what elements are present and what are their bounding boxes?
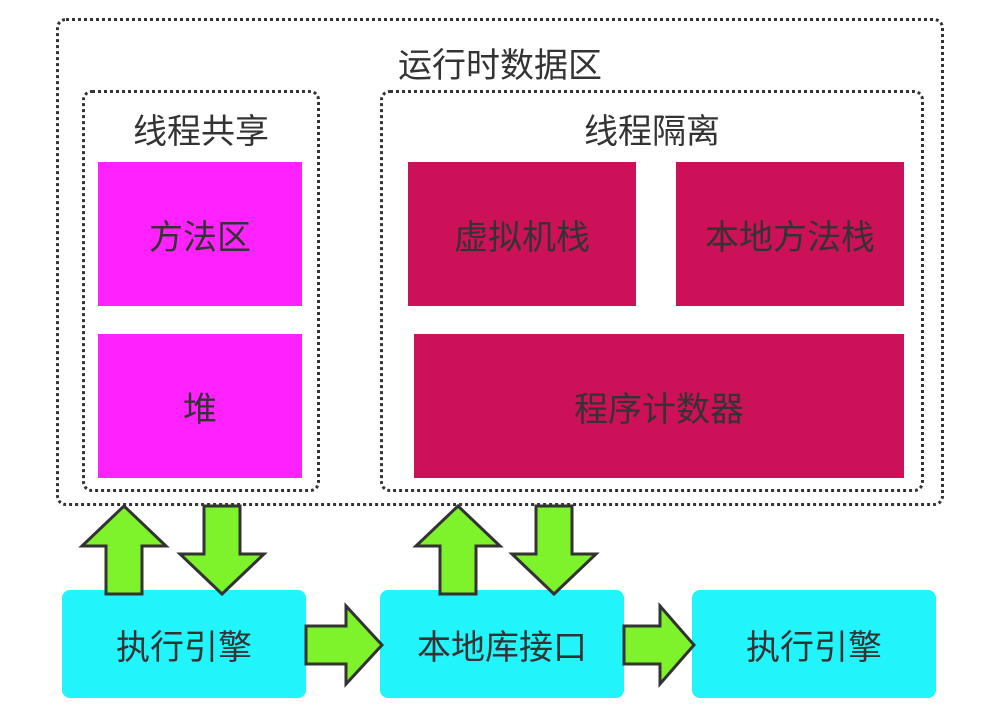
execution-engine-right-label: 执行引擎: [746, 627, 882, 668]
vm-stack-label: 虚拟机栈: [454, 217, 590, 258]
native-library-interface-label: 本地库接口: [417, 627, 587, 668]
arrow-down-icon: [176, 504, 268, 597]
arrow-up-icon: [412, 503, 504, 596]
arrow-right-icon: [304, 602, 385, 688]
native-library-interface-box: 本地库接口: [380, 590, 624, 698]
native-method-stack-box: 本地方法栈: [676, 162, 904, 306]
native-method-stack-label: 本地方法栈: [705, 217, 875, 258]
method-area-box: 方法区: [98, 162, 302, 306]
execution-engine-left-box: 执行引擎: [62, 590, 306, 698]
runtime-data-area: [56, 18, 944, 506]
vm-stack-box: 虚拟机栈: [408, 162, 636, 306]
runtime-data-area-label: 运行时数据区: [398, 46, 602, 86]
thread-shared-group: [82, 90, 320, 492]
arrow-right-icon: [622, 601, 696, 689]
heap-box: 堆: [98, 334, 302, 478]
program-counter-label: 程序计数器: [574, 389, 744, 430]
execution-engine-left-label: 执行引擎: [116, 627, 252, 668]
thread-isolated-label: 线程隔离: [584, 112, 720, 152]
thread-shared-label: 线程共享: [133, 112, 269, 152]
arrow-up-icon: [78, 503, 170, 596]
heap-label: 堆: [183, 389, 217, 430]
thread-isolated-group: [380, 90, 924, 492]
method-area-label: 方法区: [149, 217, 251, 258]
arrow-down-icon: [508, 504, 600, 597]
execution-engine-right-box: 执行引擎: [692, 590, 936, 698]
program-counter-box: 程序计数器: [414, 334, 904, 478]
